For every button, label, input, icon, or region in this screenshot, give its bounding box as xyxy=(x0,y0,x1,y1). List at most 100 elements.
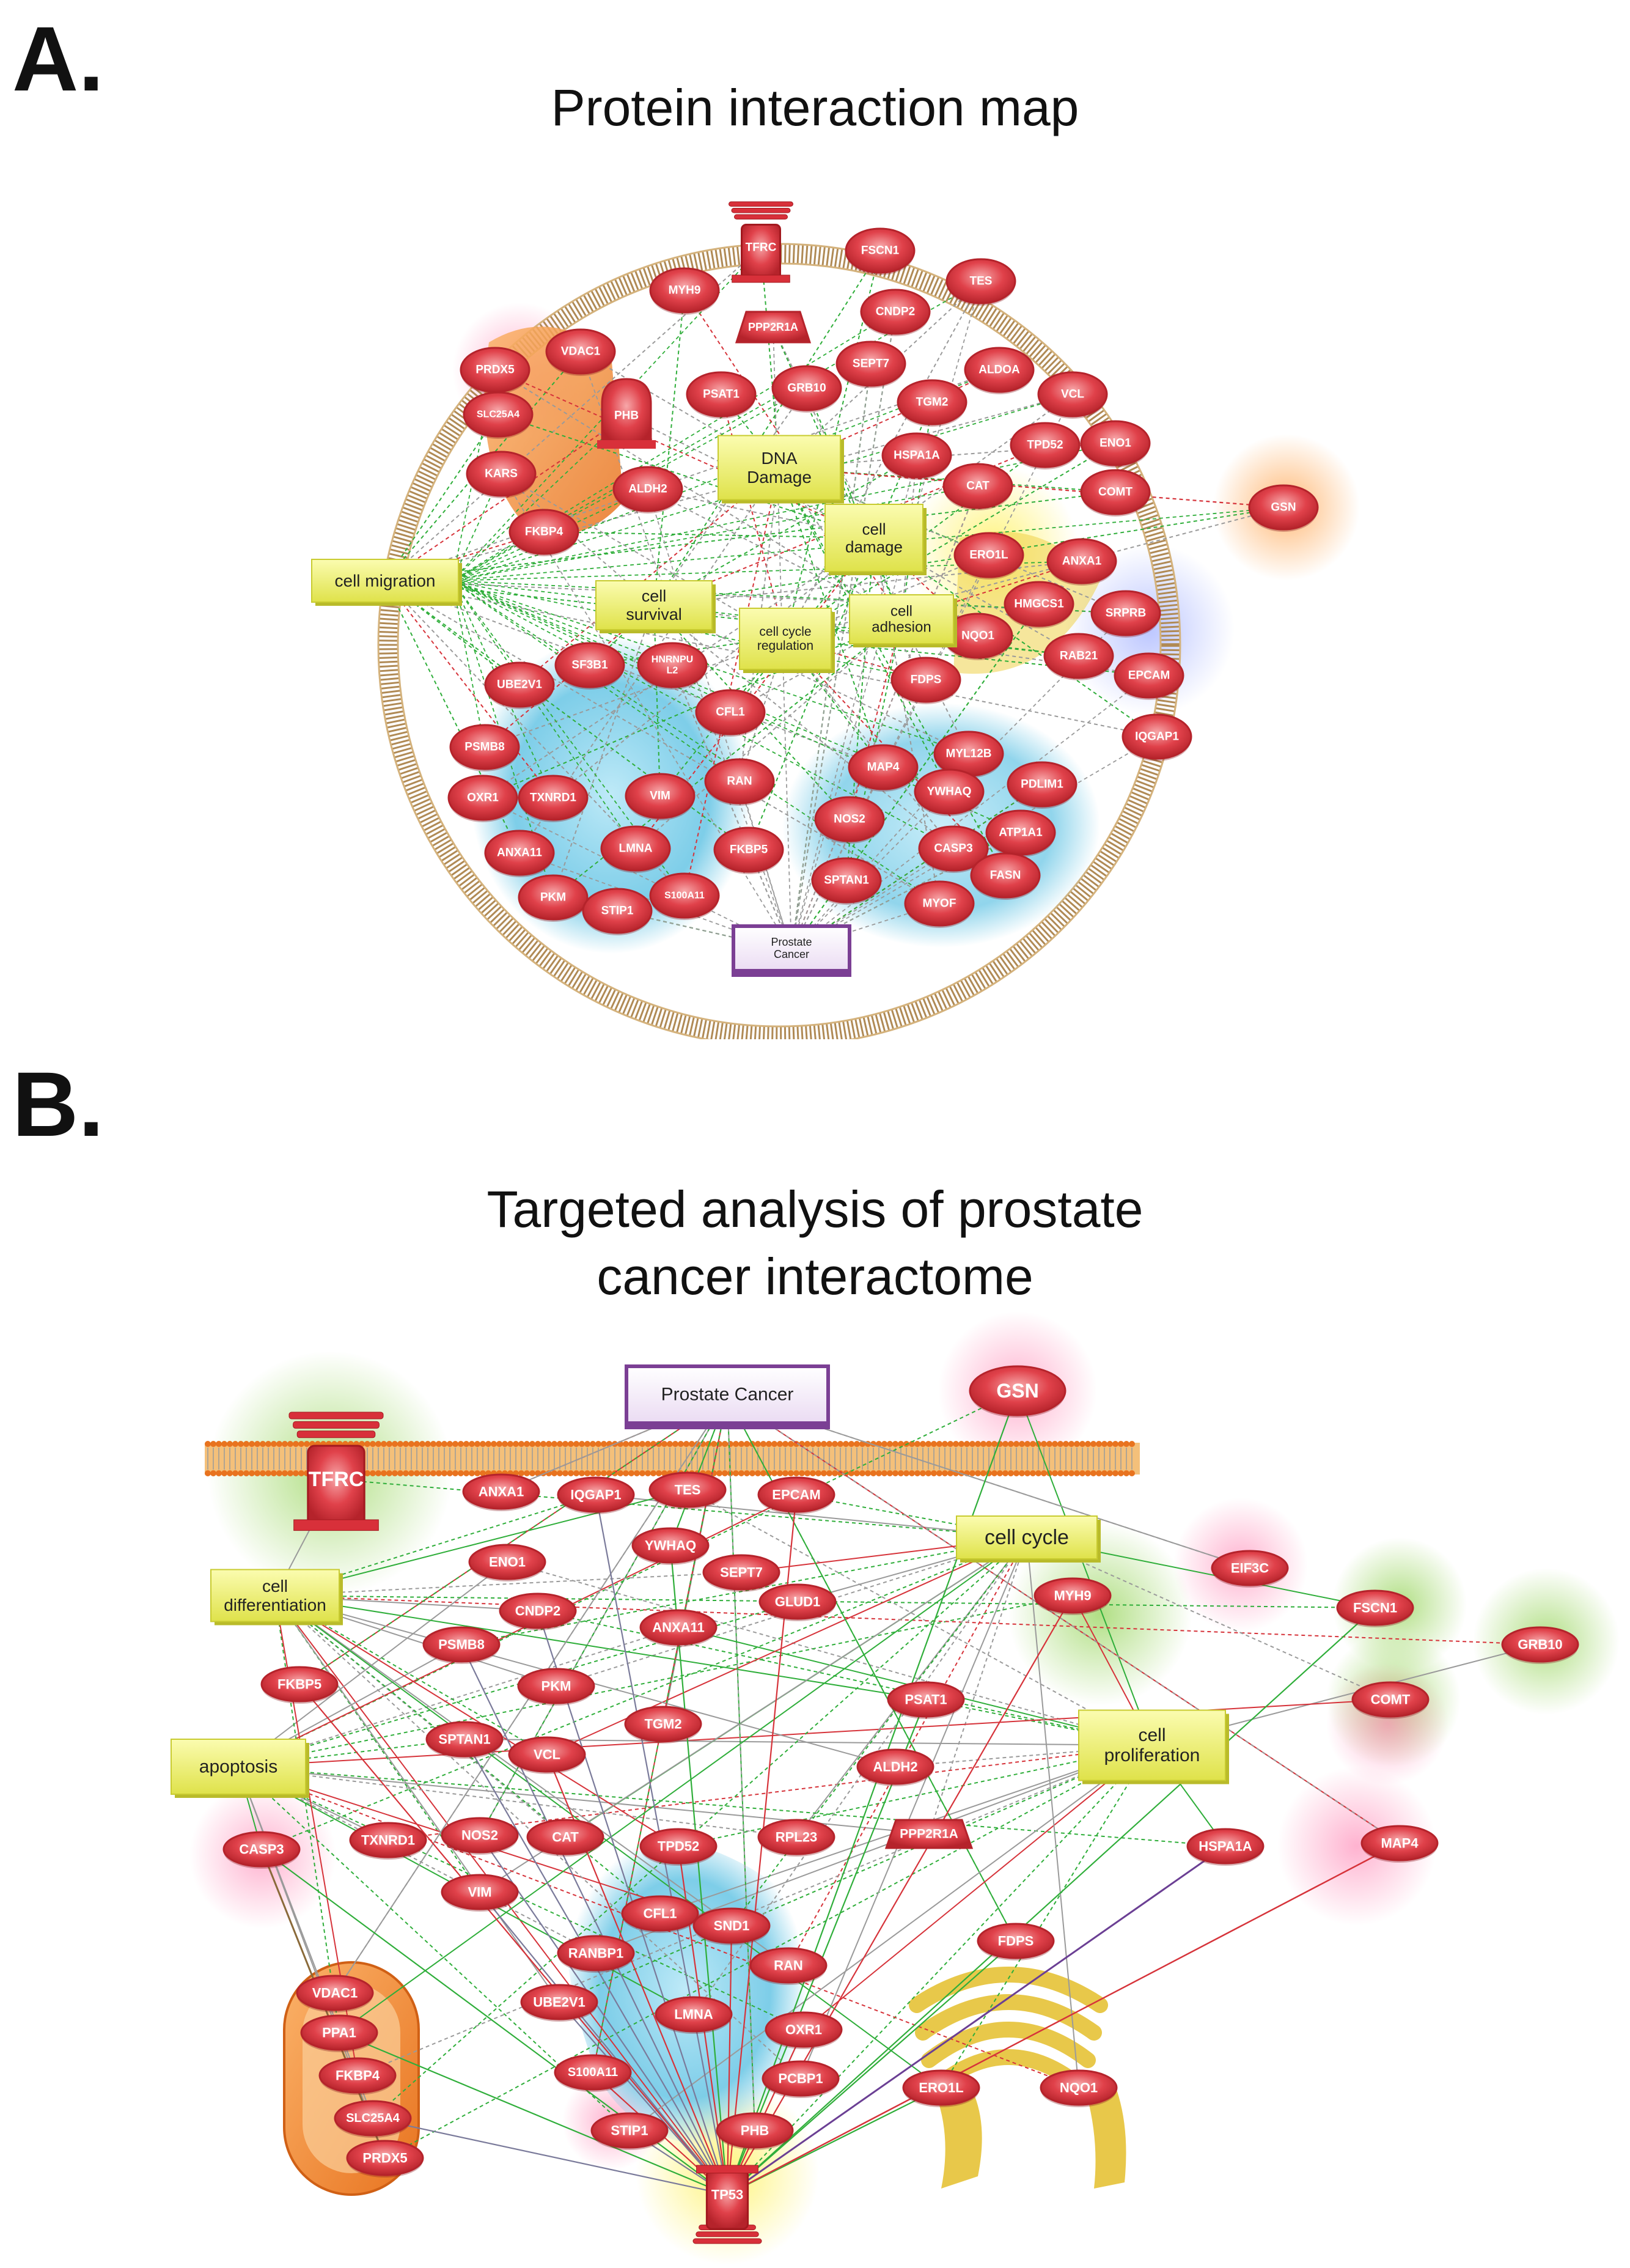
panel-b-node-grb10[interactable]: GRB10 xyxy=(1501,1626,1579,1664)
panel-b-node-ywhaq[interactable]: YWHAQ xyxy=(631,1527,710,1565)
panel-b-node-fkbp4[interactable]: FKBP4 xyxy=(318,2057,397,2095)
panel-a-node-anxa11[interactable]: ANXA11 xyxy=(484,830,555,877)
panel-b-node-comt[interactable]: COMT xyxy=(1351,1681,1430,1719)
panel-a-node-fkbp5[interactable]: FKBP5 xyxy=(713,827,784,874)
panel-a-node-aldoa[interactable]: ALDOA xyxy=(964,347,1035,394)
panel-a-node-kars[interactable]: KARS xyxy=(466,451,537,498)
panel-b-node-fdps[interactable]: FDPS xyxy=(977,1923,1055,1961)
panel-b-node-ran[interactable]: RAN xyxy=(749,1947,828,1985)
panel-a-node-psmb8[interactable]: PSMB8 xyxy=(449,724,520,771)
panel-a-node-tfrc[interactable]: TFRC xyxy=(729,201,793,283)
panel-b-target-prostate-cancer[interactable]: Prostate Cancer xyxy=(625,1364,830,1429)
panel-a-node-fasn[interactable]: FASN xyxy=(970,852,1041,900)
panel-b-node-anxa11[interactable]: ANXA11 xyxy=(639,1609,718,1647)
panel-a-node-txnrd1[interactable]: TXNRD1 xyxy=(518,775,589,822)
panel-b-node-aldh2[interactable]: ALDH2 xyxy=(856,1748,934,1786)
panel-b-node-lmna[interactable]: LMNA xyxy=(655,1996,733,2034)
panel-a-node-vdac1[interactable]: VDAC1 xyxy=(545,328,616,376)
panel-a-node-fkbp4[interactable]: FKBP4 xyxy=(508,509,579,556)
panel-b-node-prdx5[interactable]: PRDX5 xyxy=(346,2140,424,2178)
panel-b-node-tp53[interactable]: TP53 xyxy=(692,2165,762,2244)
panel-a-node-iqgap1[interactable]: IQGAP1 xyxy=(1122,713,1192,761)
panel-a-node-sept7[interactable]: SEPT7 xyxy=(835,341,906,388)
panel-b-process-apoptosis[interactable]: apoptosis xyxy=(171,1739,309,1798)
panel-a-node-oxr1[interactable]: OXR1 xyxy=(447,775,518,822)
panel-b-node-txnrd1[interactable]: TXNRD1 xyxy=(349,1822,427,1860)
panel-a-node-epcam[interactable]: EPCAM xyxy=(1114,652,1184,700)
panel-b-node-glud1[interactable]: GLUD1 xyxy=(758,1583,837,1621)
panel-b-node-casp3[interactable]: CASP3 xyxy=(222,1831,301,1869)
panel-a-node-gsn[interactable]: GSN xyxy=(1248,484,1319,532)
panel-b-node-psmb8[interactable]: PSMB8 xyxy=(422,1626,501,1664)
panel-b-node-eno1[interactable]: ENO1 xyxy=(468,1544,546,1581)
panel-b-node-cndp2[interactable]: CNDP2 xyxy=(499,1592,577,1630)
panel-a-node-casp3[interactable]: CASP3 xyxy=(918,825,989,873)
panel-a-node-srprb[interactable]: SRPRB xyxy=(1090,590,1161,638)
panel-a-node-cfl1[interactable]: CFL1 xyxy=(695,689,766,737)
panel-b-node-tfrc[interactable]: TFRC xyxy=(288,1412,384,1531)
panel-a-node-stip1[interactable]: STIP1 xyxy=(582,888,653,935)
panel-b-node-fkbp5[interactable]: FKBP5 xyxy=(260,1666,339,1704)
panel-a-node-pdlim1[interactable]: PDLIM1 xyxy=(1007,761,1077,809)
panel-a-node-myof[interactable]: MYOF xyxy=(904,880,975,928)
panel-b-node-oxr1[interactable]: OXR1 xyxy=(765,2011,843,2049)
panel-b-node-ero1l[interactable]: ERO1L xyxy=(902,2069,980,2107)
panel-a-node-pkm[interactable]: PKM xyxy=(518,874,589,922)
panel-b-process-cell-cycle[interactable]: cell cycle xyxy=(956,1515,1101,1563)
panel-a-node-ero1l[interactable]: ERO1L xyxy=(953,532,1024,580)
panel-b-node-vcl[interactable]: VCL xyxy=(508,1736,586,1774)
panel-b-node-ube2v1[interactable]: UBE2V1 xyxy=(520,1984,598,2022)
panel-a-node-vcl[interactable]: VCL xyxy=(1037,371,1108,419)
panel-b-node-gsn[interactable]: GSN xyxy=(969,1365,1066,1418)
panel-b-node-rpl23[interactable]: RPL23 xyxy=(757,1819,835,1857)
panel-a-node-nos2[interactable]: NOS2 xyxy=(814,796,885,844)
panel-a-node-phb[interactable]: PHB xyxy=(597,378,656,449)
panel-b-node-fscn1[interactable]: FSCN1 xyxy=(1336,1589,1414,1627)
panel-b-node-ppp2r1a[interactable]: PPP2R1A xyxy=(884,1819,974,1849)
panel-b-node-sept7[interactable]: SEPT7 xyxy=(702,1554,780,1592)
panel-b-node-tpd52[interactable]: TPD52 xyxy=(639,1828,718,1866)
panel-a-node-ube2v1[interactable]: UBE2V1 xyxy=(484,661,555,709)
panel-a-node-fscn1[interactable]: FSCN1 xyxy=(845,227,916,275)
panel-a-node-myh9[interactable]: MYH9 xyxy=(649,267,720,315)
panel-b-node-slc25a4[interactable]: SLC25A4 xyxy=(334,2100,412,2138)
panel-a-process-cell-migration[interactable]: cell migration xyxy=(311,559,462,606)
panel-b-node-tgm2[interactable]: TGM2 xyxy=(624,1706,702,1743)
panel-b-node-nqo1[interactable]: NQO1 xyxy=(1040,2069,1118,2107)
panel-b-node-tes[interactable]: TES xyxy=(648,1471,727,1509)
panel-b-node-psat1[interactable]: PSAT1 xyxy=(887,1681,965,1719)
panel-a-node-cat[interactable]: CAT xyxy=(942,463,1013,510)
panel-a-node-hmgcs1[interactable]: HMGCS1 xyxy=(1004,581,1074,628)
panel-b-node-myh9[interactable]: MYH9 xyxy=(1033,1577,1112,1615)
panel-a-node-map4[interactable]: MAP4 xyxy=(848,744,919,792)
panel-a-node-hspa1a[interactable]: HSPA1A xyxy=(881,432,952,480)
panel-b-node-hspa1a[interactable]: HSPA1A xyxy=(1186,1828,1265,1866)
panel-a-node-prdx5[interactable]: PRDX5 xyxy=(460,347,530,394)
panel-a-node-comt[interactable]: COMT xyxy=(1080,469,1151,517)
panel-a-node-s100a11[interactable]: S100A11 xyxy=(649,872,720,920)
panel-b-node-ranbp1[interactable]: RANBP1 xyxy=(557,1935,635,1973)
panel-b-node-phb[interactable]: PHB xyxy=(716,2112,794,2150)
panel-a-node-sf3b1[interactable]: SF3B1 xyxy=(554,642,625,690)
panel-a-node-lmna[interactable]: LMNA xyxy=(600,825,671,873)
panel-a-node-anxa1[interactable]: ANXA1 xyxy=(1046,538,1117,586)
panel-b-node-cat[interactable]: CAT xyxy=(526,1819,604,1857)
panel-b-node-snd1[interactable]: SND1 xyxy=(692,1907,771,1945)
panel-b-node-pcbp1[interactable]: PCBP1 xyxy=(762,2060,840,2098)
panel-b-node-vim[interactable]: VIM xyxy=(441,1874,519,1912)
panel-a-node-vim[interactable]: VIM xyxy=(625,773,696,820)
panel-a-node-aldh2[interactable]: ALDH2 xyxy=(612,466,683,514)
panel-a-node-cndp2[interactable]: CNDP2 xyxy=(860,289,931,336)
panel-b-node-vdac1[interactable]: VDAC1 xyxy=(296,1975,374,2012)
panel-a-node-fdps[interactable]: FDPS xyxy=(890,657,961,704)
panel-a-node-tes[interactable]: TES xyxy=(945,258,1016,306)
panel-b-node-s100a11[interactable]: S100A11 xyxy=(554,2054,632,2092)
panel-b-node-ppa1[interactable]: PPA1 xyxy=(300,2014,378,2052)
